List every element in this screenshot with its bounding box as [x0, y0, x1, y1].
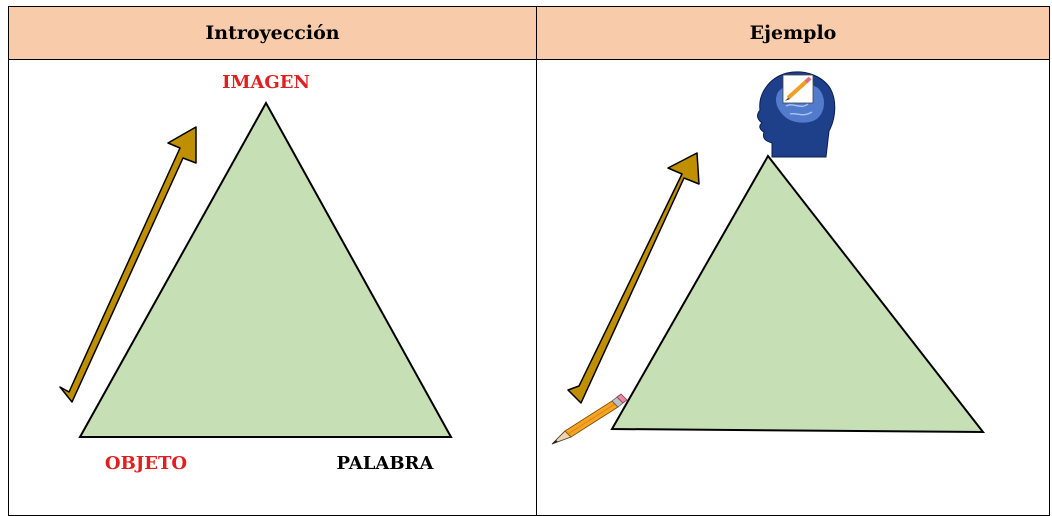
left-upward-arrow	[59, 126, 197, 403]
right-upward-arrow	[567, 152, 700, 404]
label-palabra: PALABRA	[337, 453, 435, 474]
label-objeto: OBJETO	[105, 453, 187, 474]
left-triangle	[78, 100, 453, 438]
label-imagen: IMAGEN	[222, 72, 310, 93]
head-with-brain-icon	[757, 71, 836, 158]
pencil-icon	[551, 393, 628, 445]
right-triangle	[610, 154, 986, 434]
header-introyeccion: Introyección	[8, 6, 537, 60]
